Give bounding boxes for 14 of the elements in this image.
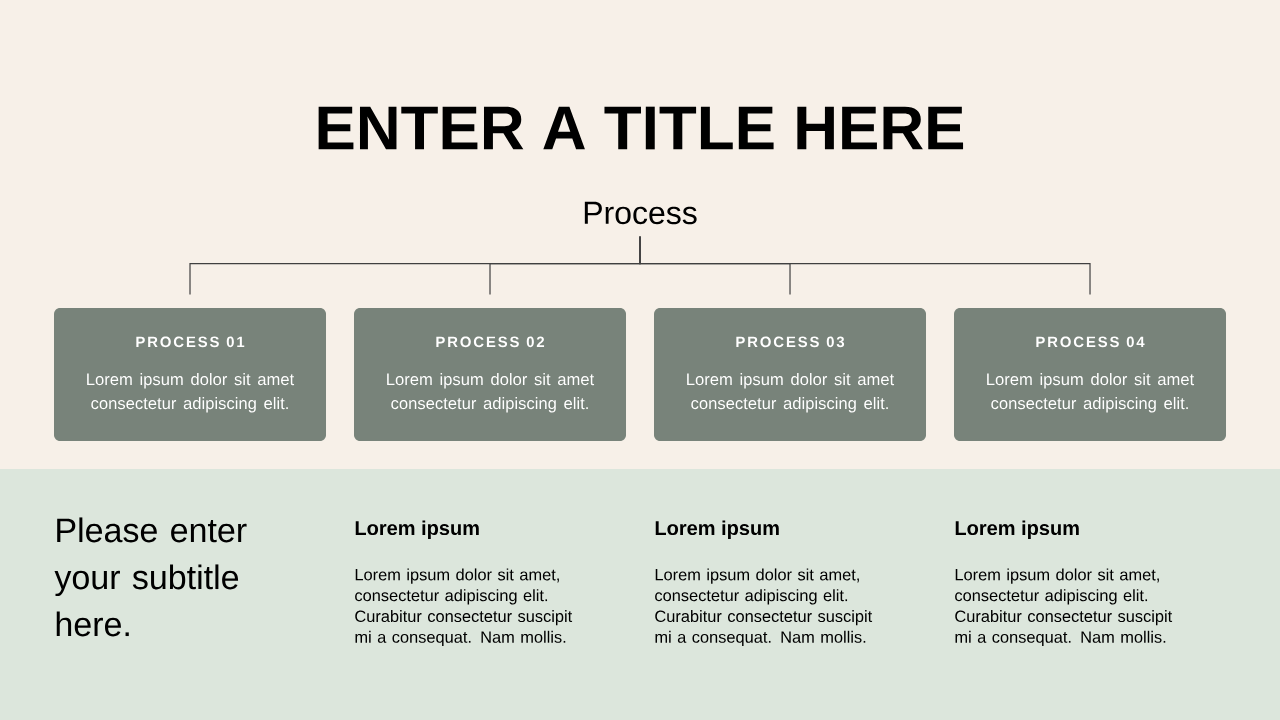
column-text: Lorem ipsum dolor sit amet, consectetur adipiscing elit. Curabitur consectetur suscipit mi a consequat. Nam mollis. xyxy=(355,568,573,647)
column-text: Lorem ipsum dolor sit amet, consectetur adipiscing elit. Curabitur consectetur suscipit mi a consequat. Nam mollis. xyxy=(655,568,873,647)
title: ENTER A TITLE HERE xyxy=(318,106,964,150)
process-box: PROCESS 01 Lorem ipsum dolor sit amet consectetur adipiscing elit. xyxy=(54,308,326,441)
column-heading: Lorem ipsum xyxy=(355,520,479,540)
connector-line xyxy=(639,236,1091,296)
heading: Process xyxy=(584,201,697,225)
subtitle: Please enter your subtitle here. xyxy=(54,517,247,637)
process-box: PROCESS 02 Lorem ipsum dolor sit amet consectetur adipiscing elit. xyxy=(354,308,626,441)
process-box: PROCESS 03 Lorem ipsum dolor sit amet consectetur adipiscing elit. xyxy=(654,308,926,441)
process-box: PROCESS 04 Lorem ipsum dolor sit amet consectetur adipiscing elit. xyxy=(954,308,1226,441)
column-heading: Lorem ipsum xyxy=(955,520,1079,540)
column-heading: Lorem ipsum xyxy=(655,520,779,540)
column-text: Lorem ipsum dolor sit amet, consectetur adipiscing elit. Curabitur consectetur suscipit mi a consequat. Nam mollis. xyxy=(955,568,1173,647)
